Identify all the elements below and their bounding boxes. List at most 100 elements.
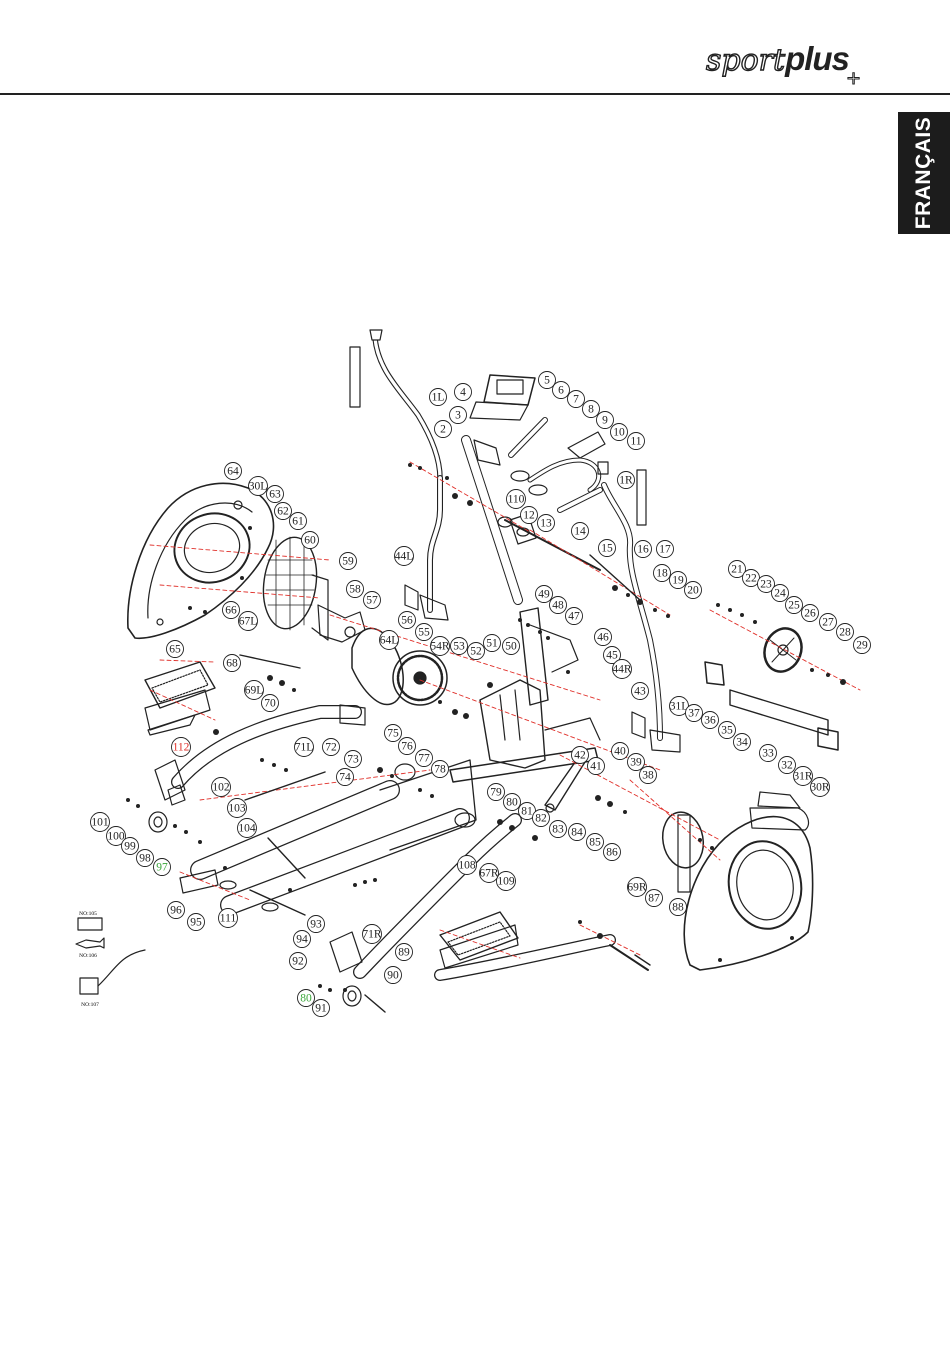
part-callout: 42 (571, 746, 589, 764)
callout-circle (538, 371, 556, 389)
part-callout: 62 (274, 502, 292, 520)
left-pedal (144, 661, 216, 736)
callout-number: 53 (453, 641, 465, 653)
part-callout: 26 (801, 604, 819, 622)
part-callout: 68 (223, 654, 241, 672)
callout-number: 13 (540, 518, 552, 530)
part-callout: 45 (603, 646, 621, 664)
part-callout: 12 (520, 506, 538, 524)
accessory-label: NO:106 (79, 953, 97, 959)
logo-plus-symbol: + (845, 68, 862, 90)
callout-circle (684, 581, 702, 599)
part-callout: 33 (759, 744, 777, 762)
callout-number: 70 (264, 698, 276, 710)
left-side-cover (127, 482, 275, 640)
callout-circle (312, 999, 330, 1017)
callout-number: 48 (552, 600, 564, 612)
callout-circle (395, 943, 413, 961)
callout-number: 110 (508, 494, 525, 506)
callout-circle (685, 704, 703, 722)
callout-circle (701, 711, 719, 729)
callout-number: 52 (470, 646, 482, 658)
part-callout: 22 (742, 569, 760, 587)
callout-circle (836, 623, 854, 641)
part-callout: 29 (853, 636, 871, 654)
callout-number: 31R (793, 771, 813, 783)
callout-number: 46 (597, 632, 609, 644)
part-callout: 66 (222, 601, 240, 619)
callout-number: 2 (440, 424, 446, 436)
page-header: sportplus + (0, 0, 950, 96)
part-callout: 71L (294, 737, 314, 757)
callout-circle (587, 757, 605, 775)
part-callout: 73 (344, 750, 362, 768)
callout-circle (532, 809, 550, 827)
left-handlebar (349, 329, 449, 621)
callout-number: 22 (745, 573, 757, 585)
part-callout: 111 (218, 908, 238, 928)
part-callout: 84 (568, 823, 586, 841)
callout-circle (322, 738, 340, 756)
callout-circle (121, 837, 139, 855)
callout-number: 82 (535, 813, 547, 825)
callout-circle (362, 924, 382, 944)
part-callout: 25 (785, 596, 803, 614)
callout-circle (598, 539, 616, 557)
callout-circle (301, 531, 319, 549)
right-pedal-arm (353, 813, 649, 981)
part-callout: 63 (266, 485, 284, 503)
part-callout: 35 (718, 721, 736, 739)
callout-number: 74 (339, 772, 351, 784)
callout-number: 99 (124, 841, 136, 853)
part-callout: 87 (645, 889, 663, 907)
part-callout: 5 (538, 371, 556, 389)
part-callout: 4 (454, 383, 472, 401)
callout-circle (171, 737, 191, 757)
callout-number: 72 (325, 742, 337, 754)
flywheel (392, 650, 448, 706)
callout-circle (549, 820, 567, 838)
callout-circle (627, 753, 645, 771)
callout-number: 111 (220, 913, 237, 925)
part-callout: 86 (603, 843, 621, 861)
callout-circle (307, 915, 325, 933)
part-callout: 94 (293, 930, 311, 948)
handlebar-axle (497, 516, 601, 571)
callout-circle (398, 737, 416, 755)
callout-circle (187, 913, 205, 931)
callout-number: 32 (781, 760, 793, 772)
callout-number: 73 (347, 754, 359, 766)
right-roller (329, 931, 363, 1007)
part-callout: 32 (778, 756, 796, 774)
part-callout: 34 (733, 733, 751, 751)
callout-circle (853, 636, 871, 654)
callout-circle (294, 737, 314, 757)
part-callout: 56 (398, 611, 416, 629)
part-callout: 112 (171, 737, 191, 757)
callout-circle (733, 733, 751, 751)
part-callout: 17 (656, 540, 674, 558)
callout-number: 16 (637, 544, 649, 556)
part-callout: 10 (610, 423, 628, 441)
part-callout: 70 (261, 694, 279, 712)
part-callout: 18 (653, 564, 671, 582)
callout-number: 91 (315, 1003, 327, 1015)
callout-number: 7 (573, 394, 579, 406)
callout-circle (728, 560, 746, 578)
callout-circle (594, 628, 612, 646)
right-bracket-plate (661, 811, 705, 893)
callout-circle (450, 637, 468, 655)
callout-circle (603, 646, 621, 664)
callout-number: 1L (432, 392, 445, 404)
callout-number: 76 (401, 741, 413, 753)
drive-belt (351, 627, 404, 706)
callout-circle (429, 388, 447, 406)
callout-circle (344, 750, 362, 768)
callout-number: 100 (107, 831, 125, 843)
callout-number: 75 (387, 728, 399, 740)
callout-circle (552, 381, 570, 399)
callout-number: 4 (460, 387, 466, 399)
callout-circle (227, 798, 247, 818)
callout-circle (248, 476, 268, 496)
callout-circle (535, 585, 553, 603)
